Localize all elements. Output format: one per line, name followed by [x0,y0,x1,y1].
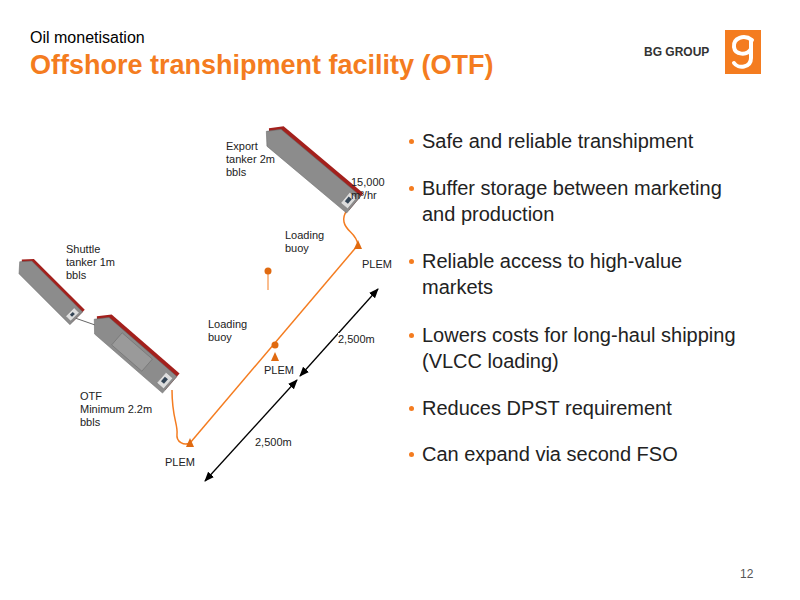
bullet-text: Reduces DPST requirement [422,395,752,421]
plem-symbol [186,438,194,447]
bullet-text: Can expand via second FSO [422,441,752,467]
slide-title: Offshore transhipment facility (OTF) [30,50,494,81]
vessel-label: Shuttle tanker 1m bbls [66,243,118,282]
logo-text: BG GROUP [644,45,709,59]
logo-mark [725,30,761,74]
plem-symbol [354,240,362,249]
plem-symbol [271,352,279,361]
bullet-text: Reliable access to high-value markets [422,248,752,300]
bullet-text: Safe and reliable transhipment [422,128,752,154]
section-heading: Oil monetisation [30,29,145,47]
vessel-label: OTF [80,390,102,403]
loading-hose [172,390,190,444]
bullet-dot [409,139,414,144]
dimension-label: 2,500m [255,436,292,449]
bullet-text: Lowers costs for long-haul shipping (VLC… [422,322,752,374]
buoy-label: Loading buoy [285,229,337,255]
page-number: 12 [740,567,753,581]
bullet-dot [409,333,414,338]
dimension-arrow [300,289,378,376]
bullet-dot [409,406,414,411]
logo-glyph [734,37,752,67]
loading-buoy [265,268,272,275]
dimension-label: 2,500m [338,333,375,346]
pipeline [190,245,358,443]
bullet-dot [409,259,414,264]
bullet-dot [409,186,414,191]
export-tanker [259,120,363,213]
vessel-label: Minimum 2.2m bbls [80,403,160,429]
flow-rate: 15,000 m³/hr [351,176,393,202]
plem-label: PLEM [264,364,294,377]
otf-vessel [87,308,180,393]
dimension-arrow [205,380,297,481]
vessel-label: Export tanker 2m bbls [226,140,276,179]
plem-label: PLEM [362,258,392,271]
bullet-dot [409,452,414,457]
buoy-label: Loading buoy [208,318,260,344]
plem-label: PLEM [165,456,195,469]
bullet-text: Buffer storage between marketing and pro… [422,175,752,227]
loading-buoy [272,342,279,349]
